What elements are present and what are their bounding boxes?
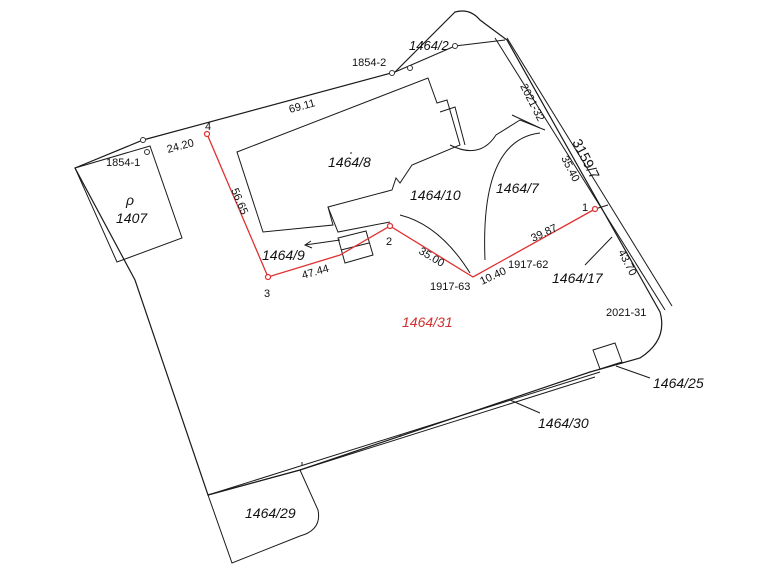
survey-polygon bbox=[206, 133, 596, 278]
arrow-1464-9-head bbox=[303, 240, 313, 249]
label-1464-7: 1464/7 bbox=[496, 180, 540, 196]
road-1464-30-lower bbox=[299, 376, 596, 471]
label-1464-8: 1464/8 bbox=[328, 154, 371, 170]
point-1854-2-marker bbox=[389, 70, 395, 76]
label-vertex-3: 3 bbox=[264, 288, 270, 300]
label-1464-2: 1464/2 bbox=[409, 38, 450, 53]
label-vertex-4: 4 bbox=[205, 121, 211, 133]
dist-24-20: 24.20 bbox=[166, 137, 196, 156]
shed-1464-9 bbox=[337, 230, 374, 264]
dist-10-40: 10.40 bbox=[478, 265, 508, 288]
road-1464-30-upper bbox=[207, 371, 601, 496]
parcel-1407-outline bbox=[74, 145, 183, 263]
road-3159-7-outer bbox=[506, 37, 673, 307]
label-1407-symbol: ρ bbox=[125, 192, 134, 208]
label-1407: 1407 bbox=[116, 210, 148, 226]
outer-boundary bbox=[74, 10, 663, 496]
label-1464-9: 1464/9 bbox=[262, 247, 305, 263]
label-1917-62: 1917-62 bbox=[508, 259, 548, 271]
label-1854-2: 1854-2 bbox=[352, 57, 386, 69]
parcel-1464-29 bbox=[207, 469, 320, 564]
label-vertex-2: 2 bbox=[386, 236, 392, 248]
dist-56-65: 56.65 bbox=[228, 186, 250, 216]
label-2021-31: 2021-31 bbox=[606, 307, 646, 319]
vertex-1-marker bbox=[591, 205, 599, 213]
parcel-1464-25 bbox=[592, 342, 623, 370]
road-3159-7-inner bbox=[494, 37, 666, 311]
building-1464-8 bbox=[236, 77, 461, 233]
road-curve-west bbox=[399, 214, 471, 274]
label-1917-63: 1917-63 bbox=[430, 281, 470, 293]
label-1464-31: 1464/31 bbox=[402, 314, 453, 330]
building-annex bbox=[439, 106, 466, 146]
point-1854-2b-marker bbox=[407, 65, 413, 71]
road-curve-left bbox=[449, 119, 546, 152]
label-1464-25: 1464/25 bbox=[653, 375, 704, 391]
point-1854-1-marker bbox=[140, 137, 146, 143]
point-1464-2-marker bbox=[452, 43, 458, 49]
label-1464-29: 1464/29 bbox=[245, 505, 296, 521]
arrow-1464-9 bbox=[304, 239, 341, 246]
point-1854-1b-marker bbox=[144, 149, 150, 155]
vertex-3-marker bbox=[264, 273, 272, 281]
label-1464-17: 1464/17 bbox=[552, 270, 604, 286]
label-1854-1: 1854-1 bbox=[106, 157, 140, 169]
dist-39-87: 39.87 bbox=[529, 222, 559, 245]
vertex-4-marker bbox=[203, 130, 211, 138]
vertex-2-marker bbox=[386, 222, 394, 230]
road-curve-east bbox=[484, 132, 541, 261]
arrow-1464-30 bbox=[509, 399, 541, 414]
arrow-1464-17 bbox=[584, 236, 613, 266]
arrow-1464-25 bbox=[615, 365, 651, 379]
building-lower bbox=[327, 206, 391, 233]
label-1464-30: 1464/30 bbox=[538, 415, 589, 431]
dist-35-00: 35.00 bbox=[416, 245, 446, 269]
label-1464-10: 1464/10 bbox=[410, 187, 461, 203]
label-vertex-1: 1 bbox=[582, 202, 588, 214]
